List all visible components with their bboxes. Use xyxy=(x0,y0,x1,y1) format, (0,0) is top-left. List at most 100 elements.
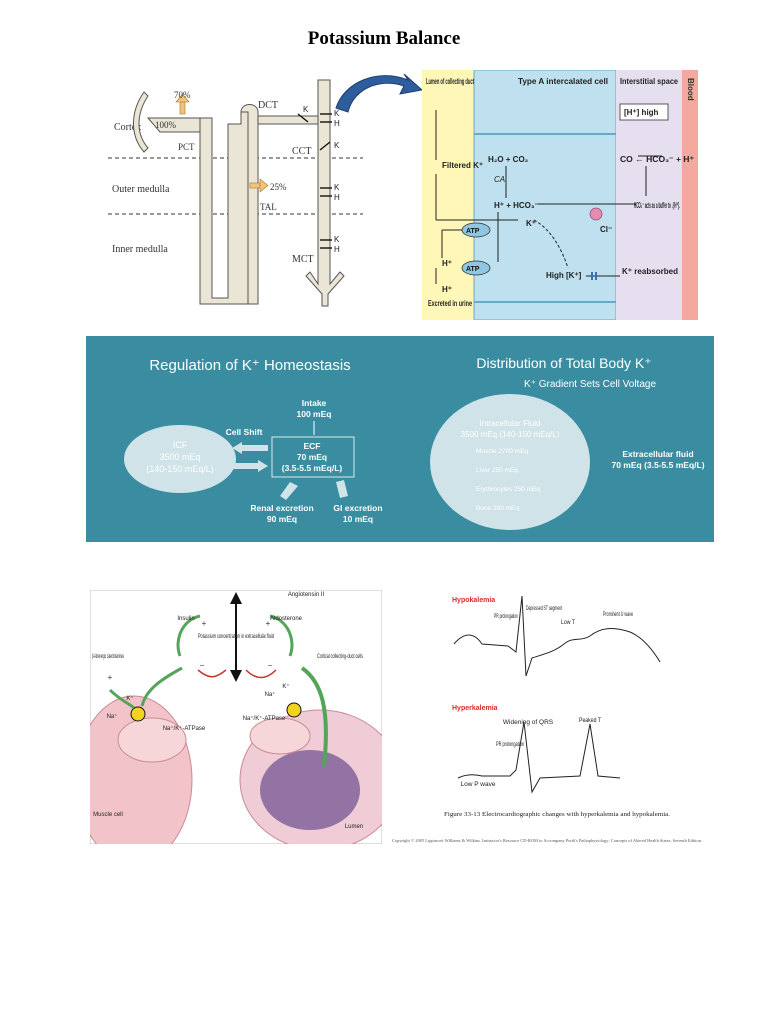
hormone-diagram: Potassium concentration in extracellular… xyxy=(90,590,382,844)
inner-medulla-label: Inner medulla xyxy=(112,244,168,255)
muscle-na-label: Na⁺ xyxy=(107,713,118,720)
bone-item: Bone 300 mEq xyxy=(476,505,519,512)
ecf-label: ECF xyxy=(304,441,321,451)
h-high-label: [H⁺] high xyxy=(624,108,659,117)
lumen-label: Lumen of collecting duct xyxy=(426,77,474,86)
atp-label-2: ATP xyxy=(466,266,480,273)
lumen-h-label: H⁺ xyxy=(442,259,452,268)
figure-caption: Figure 33-13 Electrocardiographic change… xyxy=(444,812,671,818)
mct-label: MCT xyxy=(292,254,314,265)
k-reabsorbed-label: K⁺ reabsorbed xyxy=(622,267,678,276)
depressed-st-label: Depressed ST segment xyxy=(526,605,562,612)
ecf-value: 70 mEq xyxy=(297,452,327,462)
hypokalemia-label: Hypokalemia xyxy=(452,597,495,604)
muscle-k-label: K⁺ xyxy=(126,695,133,702)
outer-medulla-label: Outer medulla xyxy=(112,184,170,195)
copyright-text: Copyright © 2005 Lippincott Williams & W… xyxy=(392,838,702,844)
h2o-co2-label: H₂O + CO₂ xyxy=(488,155,529,164)
cortex-label: Cortex xyxy=(114,122,141,133)
h-hco3-label: H⁺ + HCO₃⁻ xyxy=(494,201,539,210)
plus-sign-2: + xyxy=(266,619,271,628)
low-t-label: Low T xyxy=(561,619,575,626)
low-p-label: Low P wave xyxy=(461,781,496,788)
lumen-label-2: Lumen xyxy=(345,824,363,830)
nephron-diagram: Cortex Outer medulla Inner medulla 70% 1… xyxy=(108,73,424,307)
dct-k-label-2: K xyxy=(334,109,340,118)
lumen-h-label-2: H⁺ xyxy=(442,285,452,294)
blood-label: Blood xyxy=(686,78,695,101)
muscle-cell-label: Muscle cell xyxy=(93,812,123,818)
ecg-diagram: Hypokalemia Hyperkalemia PR prolongation… xyxy=(444,595,671,818)
ecf-range: (3.5-5.5 mEq/L) xyxy=(282,463,343,473)
icf-title: Intracellular Fluid xyxy=(480,419,541,428)
cct-k-label: K xyxy=(334,141,340,150)
pr-prolongation-2: PR prolongation xyxy=(496,741,524,748)
pct-25-label: 25% xyxy=(270,182,287,192)
interstitial-label: Interstitial space xyxy=(620,77,679,86)
tal-label: TAL xyxy=(260,202,277,212)
mct-k-label: K xyxy=(334,235,340,244)
icf-value: 3500 mEq xyxy=(159,452,200,462)
duct-na-label: Na⁺ xyxy=(265,691,276,698)
prominent-u-label: Prominent U wave xyxy=(603,611,633,618)
icf-total: 3500 mEq (140-150 mEq/L) xyxy=(461,430,560,439)
liver-item: Liver 250 mEq xyxy=(476,467,518,474)
plus-sign-3: + xyxy=(108,673,113,682)
dct-label: DCT xyxy=(258,100,278,111)
erythrocytes-item: Erythrocytes 250 mEq xyxy=(476,486,540,493)
pct-label: PCT xyxy=(178,142,195,152)
muscle-item: Muscle 2700 mEq xyxy=(476,448,528,455)
dct-h-label: H xyxy=(334,119,340,128)
duct-k-label: K⁺ xyxy=(282,683,289,690)
atp-label-1: ATP xyxy=(466,228,480,235)
filtered-k-label: Filtered K⁺ xyxy=(442,161,483,170)
angiotensin-label: Angiotensin II xyxy=(288,592,325,598)
om-h-label: H xyxy=(334,193,340,202)
page-title: Potassium Balance xyxy=(307,28,461,49)
mct-h-label: H xyxy=(334,245,340,254)
copyright-line: Copyright © 2005 Lippincott Williams & W… xyxy=(392,838,702,844)
insulin-label: Insulin xyxy=(177,616,194,622)
center-label: Potassium concentration in extracellular… xyxy=(198,634,274,640)
gi-label: GI excretion xyxy=(333,503,382,513)
renal-label: Renal excretion xyxy=(250,503,313,513)
gi-value: 10 mEq xyxy=(343,514,373,524)
distribution-subtitle: K⁺ Gradient Sets Cell Voltage xyxy=(524,379,656,390)
peaked-t-label: Peaked T xyxy=(579,717,601,724)
intercalated-cell-diagram: Lumen of collecting duct Type A intercal… xyxy=(422,70,698,320)
beta-label: β-Adrenergic catecholamines xyxy=(92,654,124,660)
pct-100-label: 100% xyxy=(155,120,177,130)
dct-k-label: K xyxy=(303,105,309,114)
renal-value: 90 mEq xyxy=(267,514,297,524)
cortical-label: Cortical collecting-duct cells xyxy=(317,654,363,660)
atpase-label-1: Na⁺/K⁺-ATPase xyxy=(163,725,206,732)
cell-shift-label: Cell Shift xyxy=(226,427,263,437)
atpase-label-2: Na⁺/K⁺-ATPase xyxy=(243,715,286,722)
excreted-label: Excreted in urine xyxy=(428,299,472,308)
pr-prolongation-1: PR prolongation xyxy=(494,613,518,620)
minus-sign-1: − xyxy=(200,661,205,670)
widening-qrs-label: Widening of QRS xyxy=(503,719,554,726)
regulation-panel: Regulation of K⁺ Homeostasis ICF 3500 mE… xyxy=(86,336,414,542)
om-k-label: K xyxy=(334,183,340,192)
intake-label: Intake xyxy=(302,398,327,408)
intake-value: 100 mEq xyxy=(297,409,332,419)
cl-label: Cl⁻ xyxy=(600,225,612,234)
ecf-title: Extracellular fluid xyxy=(622,449,693,459)
distribution-title: Distribution of Total Body K⁺ xyxy=(476,355,651,371)
distribution-panel: Distribution of Total Body K⁺ K⁺ Gradien… xyxy=(414,336,714,542)
hyperkalemia-label: Hyperkalemia xyxy=(452,705,498,712)
regulation-title: Regulation of K⁺ Homeostasis xyxy=(149,357,350,374)
type-a-label: Type A intercalated cell xyxy=(518,77,608,86)
pct-70-label: 70% xyxy=(174,90,191,100)
cct-label: CCT xyxy=(292,146,311,157)
plus-sign-1: + xyxy=(202,619,207,628)
high-k-label: High [K⁺] xyxy=(546,271,582,280)
icf-range: (140-150 mEq/L) xyxy=(146,464,214,474)
hco3-buffer-label: HCO₃⁻ acts as a buffer to ↓[H⁺]. xyxy=(634,201,680,210)
ecf-total: 70 mEq (3.5-5.5 mEq/L) xyxy=(611,460,704,470)
aldosterone-label: Aldosterone xyxy=(270,616,303,622)
minus-sign-2: − xyxy=(268,661,273,670)
icf-label: ICF xyxy=(173,440,188,450)
ca-label: CA xyxy=(494,175,505,184)
